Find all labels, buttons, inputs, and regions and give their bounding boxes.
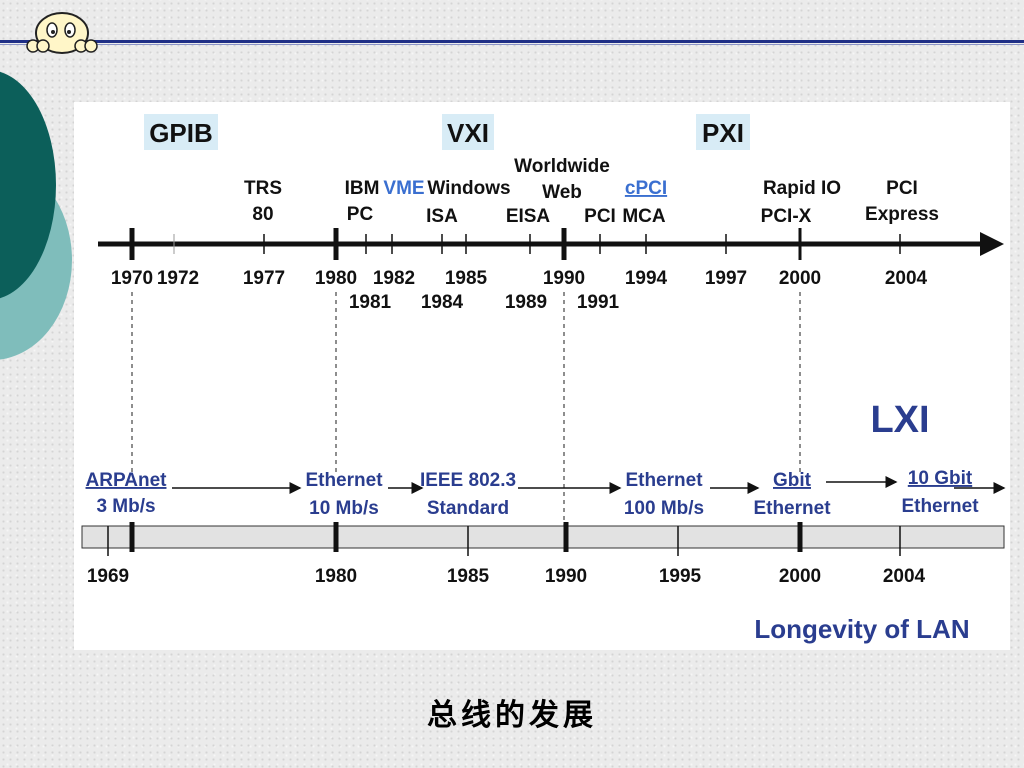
era-label-vxi: VXI [447,118,489,148]
era-label-lxi: LXI [870,399,929,441]
era-highlight-vxi [442,114,494,150]
lan-stage-arpanet-line1: ARPAnet [86,470,168,491]
event-label-worldwide-web-line1: Worldwide [514,156,610,177]
event-label-rapid-io: Rapid IO [763,178,841,199]
year-label: 1989 [505,292,547,313]
lan-stage-arpanet-line2: 3 Mb/s [96,496,155,517]
lan-year-label: 1980 [315,566,357,587]
year-label: 1982 [373,268,415,289]
dark-teal-shape [0,71,56,299]
year-label: 1990 [543,268,585,289]
event-label-windows: Windows [427,178,510,199]
lan-stage-ieee-line1: IEEE 802.3 [420,470,516,491]
lan-band-ticks [107,522,901,556]
era-highlight-pxi [696,114,750,150]
lan-stage-10gbit-line2: Ethernet [901,496,979,517]
lan-stage-ieee-line2: Standard [427,498,509,519]
era-label-pxi: PXI [702,118,744,148]
year-label: 1972 [157,268,199,289]
bus-timeline-arrowhead [980,232,1004,256]
year-label: 1994 [625,268,668,289]
event-label-pci: PCI [584,206,616,227]
lan-stage-ethernet100-line1: Ethernet [625,470,703,491]
event-label-pci-x: PCI-X [761,206,812,227]
slide-decoration [0,71,72,360]
year-label: 1981 [349,292,392,313]
timeline-diagram: GPIB VXI PXI LXI TRS 80 [81,114,1006,644]
lan-stage-gbit-line1: Gbit [773,470,812,491]
event-label-ibm-pc-line2: PC [347,204,374,225]
slide-header-bar [0,12,1024,54]
event-label-trs80-line1: TRS [244,178,282,199]
timeline-figure: GPIB VXI PXI LXI TRS 80 [74,102,1010,650]
year-label: 1997 [705,268,747,289]
slide-caption: 总线的发展 [427,698,597,733]
lan-progression-arrows [172,476,1006,494]
lan-stage-gbit-line2: Ethernet [753,498,831,519]
event-label-isa: ISA [426,206,458,227]
year-label: 2000 [779,268,821,289]
year-label: 1970 [111,268,153,289]
lan-year-label: 1969 [87,566,129,587]
event-label-pci-express-line1: PCI [886,178,918,199]
year-label: 1984 [421,292,464,313]
year-label: 1977 [243,268,285,289]
lan-stage-ethernet10-line2: 10 Mb/s [309,498,379,519]
lan-stage-10gbit-line1: 10 Gbit [908,468,973,489]
lan-year-label: 1990 [545,566,587,587]
year-label: 1980 [315,268,357,289]
dashed-connectors [131,292,801,532]
year-label: 2004 [885,268,928,289]
era-highlight-gpib [144,114,218,150]
lan-stage-ethernet100-line2: 100 Mb/s [624,498,704,519]
era-label-gpib: GPIB [149,118,213,148]
lan-year-label: 1995 [659,566,702,587]
event-label-worldwide-web-line2: Web [542,182,582,203]
lan-stage-ethernet10-line1: Ethernet [305,470,383,491]
header-line-thin [0,44,1024,45]
event-label-pci-express-line2: Express [865,204,939,225]
event-label-cpci: cPCI [625,178,667,199]
cartoon-mascot-icon [26,12,98,54]
event-label-mca: MCA [622,206,666,227]
event-label-vme: VME [383,178,424,199]
lan-footer-title: Longevity of LAN [754,614,969,644]
event-label-eisa: EISA [506,206,551,227]
bus-timeline-ticks [129,228,901,260]
lan-year-label: 2004 [883,566,926,587]
lan-year-label: 2000 [779,566,821,587]
event-label-trs80-line2: 80 [252,204,273,225]
year-label: 1991 [577,292,620,313]
year-label: 1985 [445,268,488,289]
event-label-ibm-pc-line1: IBM [345,178,380,199]
lan-year-label: 1985 [447,566,490,587]
header-line [0,40,1024,43]
lan-timeline-band [81,525,1005,549]
